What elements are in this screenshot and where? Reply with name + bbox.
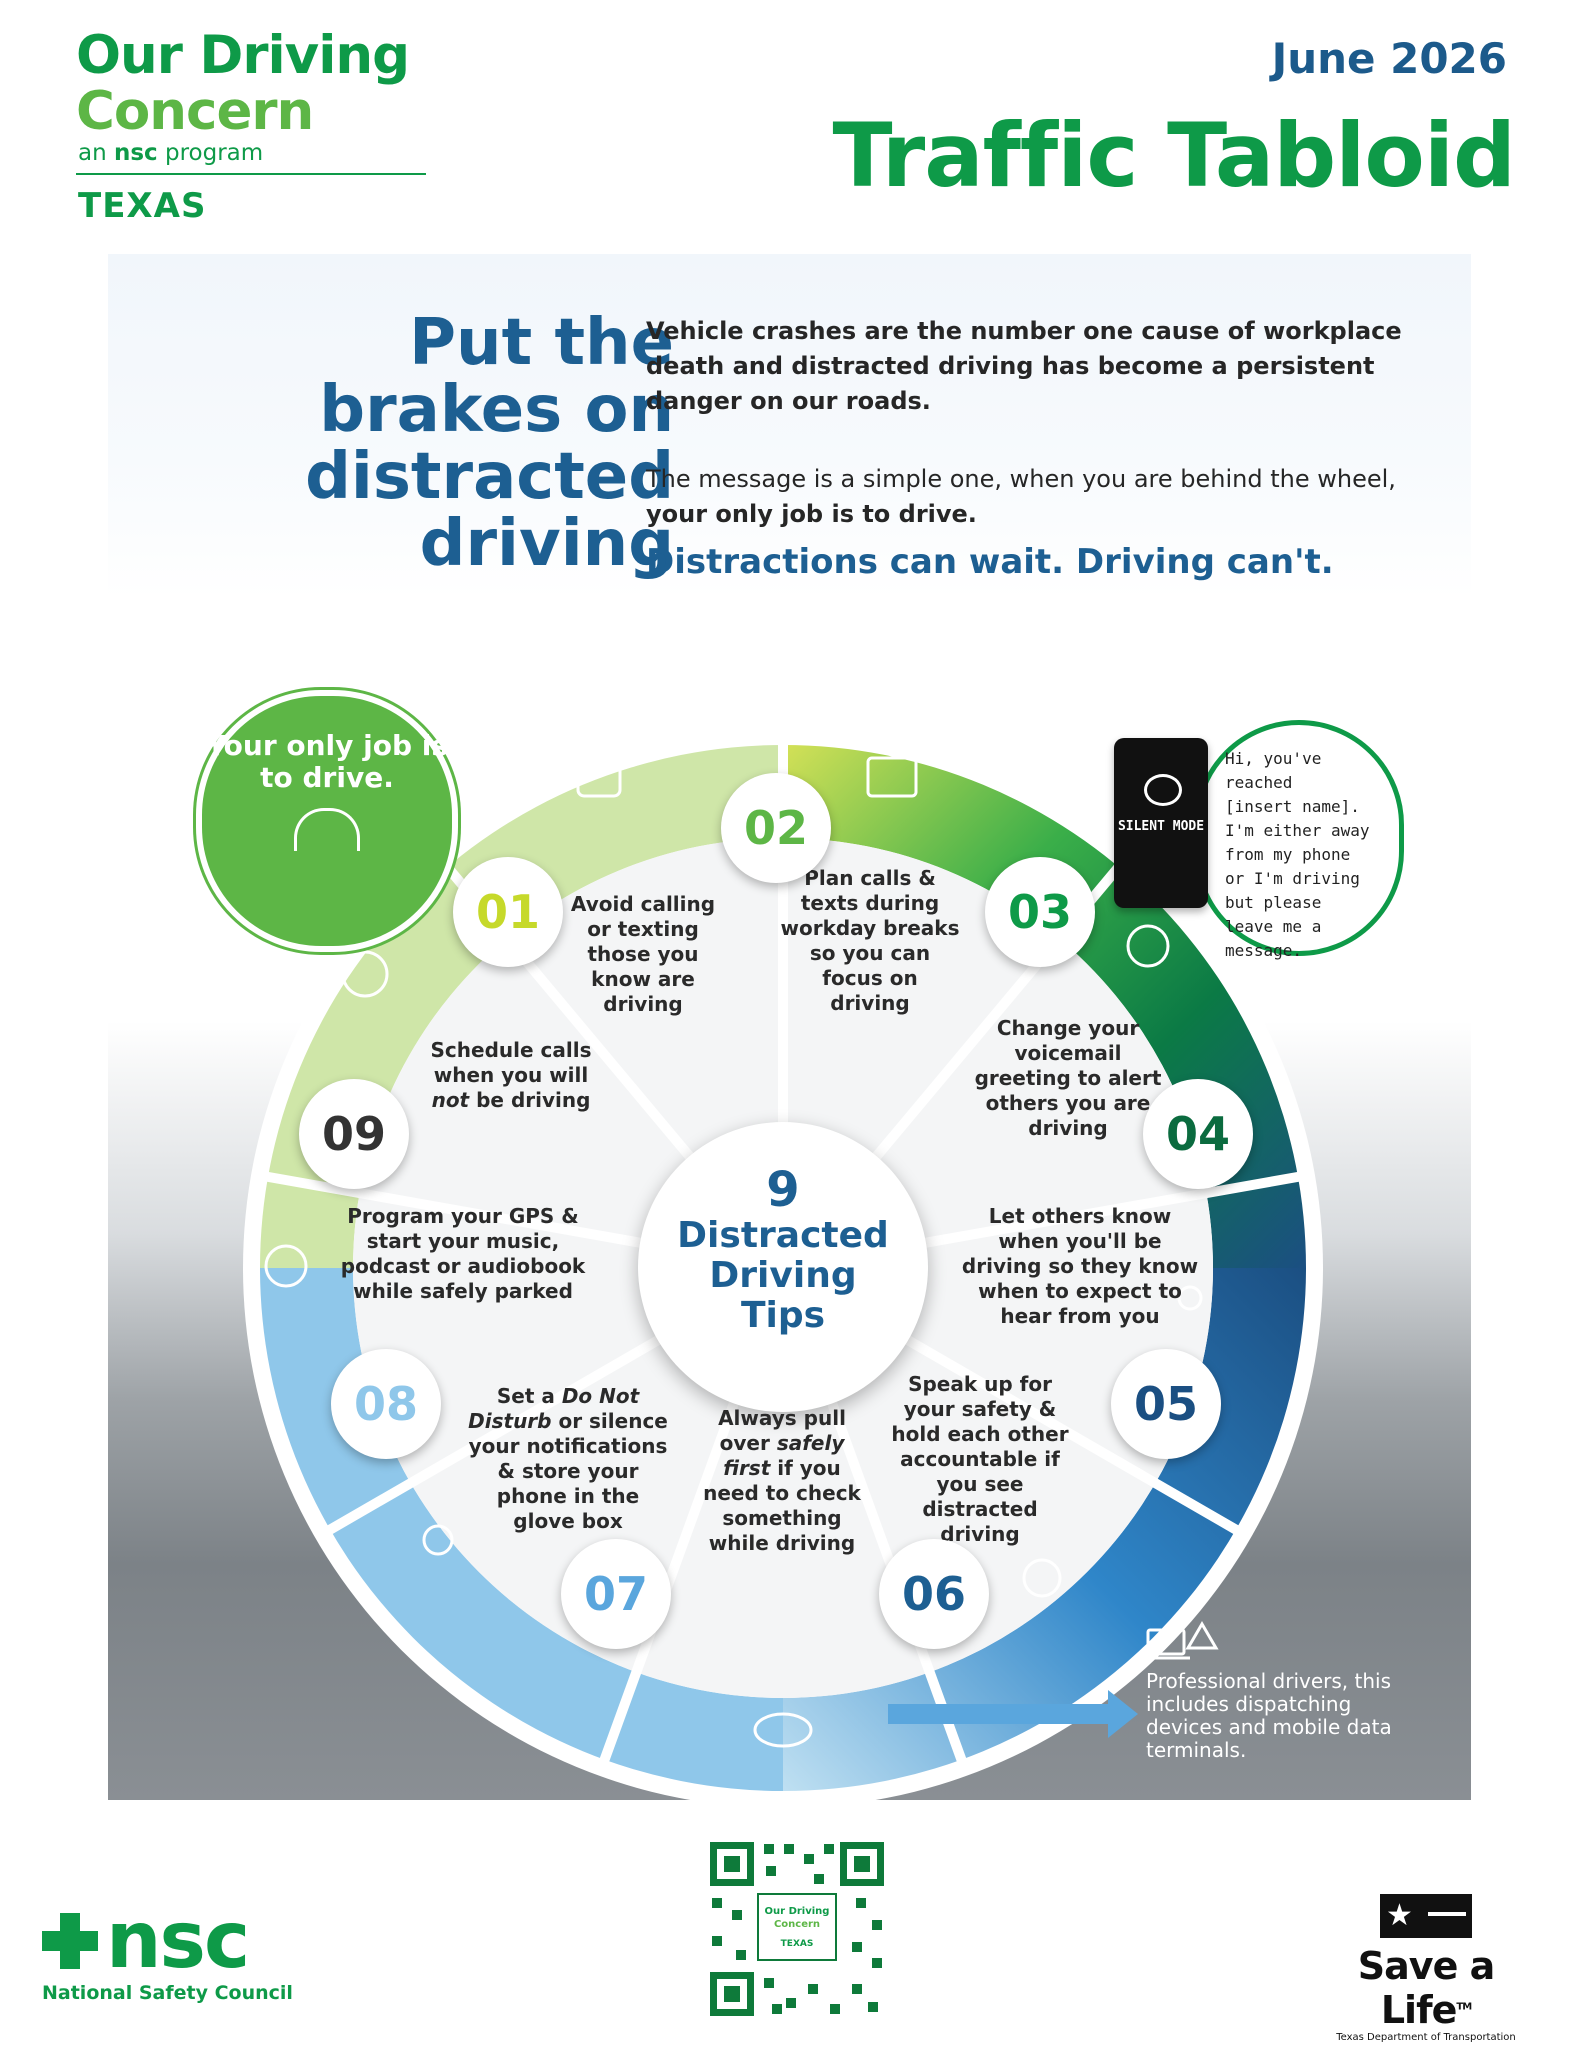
- tip-06-pre: Always pull over: [718, 1406, 846, 1455]
- music-icon: [264, 1244, 308, 1288]
- speaking-icon: [1022, 1558, 1062, 1598]
- ring-segment-bottom-left: [260, 1268, 783, 1791]
- tip-number-06: 06: [879, 1539, 989, 1649]
- tip-09-text: Schedule calls when you will not be driv…: [416, 1038, 606, 1113]
- tip-number-01: 01: [453, 857, 563, 967]
- save-a-life-logo: ★ Save a LifeTM Texas Department of Tran…: [1316, 1894, 1536, 2043]
- ring-segment-top-right: [783, 745, 1306, 1268]
- professional-drivers-note: Professional drivers, this includes disp…: [1146, 1669, 1392, 1762]
- tip-07-em: Do Not Disturb: [468, 1384, 640, 1433]
- brand-sub-nsc: nsc: [113, 140, 158, 166]
- brand-divider: [76, 173, 426, 175]
- tip-06-text: Always pull over safely first if you nee…: [702, 1406, 862, 1556]
- tip-08-text: Program your GPS & start your music, pod…: [340, 1204, 586, 1303]
- phone-tap-icon: [422, 1524, 454, 1556]
- brand-title: Our Driving Concern: [76, 28, 456, 140]
- brand-subtitle: an nsc program: [78, 140, 263, 166]
- trademark-mark: TM: [1456, 2001, 1472, 2013]
- tip-09-em: not: [431, 1088, 470, 1112]
- chat-muted-icon: [1144, 774, 1182, 806]
- tip-02-text: Plan calls & texts during workday breaks…: [780, 866, 960, 1015]
- tip-01-text: Avoid calling or texting those you know …: [570, 892, 716, 1016]
- tip-07-post: or silence your notifications & store yo…: [468, 1409, 668, 1533]
- infographic-panel: Your only job is to drive. Hi, you've re…: [108, 620, 1471, 1800]
- brand-state: TEXAS: [78, 186, 207, 226]
- siren-icon: [294, 808, 360, 851]
- tip-04-text: Let others know when you'll be driving s…: [961, 1204, 1199, 1328]
- center-title-line-3: Tips: [740, 1295, 826, 1336]
- tip-number-09: 09: [299, 1079, 409, 1189]
- no-texting-icon: [576, 758, 622, 798]
- bubble-text: Your only job is to drive.: [205, 729, 449, 794]
- tip-number-08: 08: [331, 1349, 441, 1459]
- tip-number-05: 05: [1111, 1349, 1221, 1459]
- tip-06-em: safely first: [723, 1431, 845, 1480]
- phone-label: SILENT MODE: [1117, 819, 1205, 834]
- tip-number-07: 07: [561, 1539, 671, 1649]
- star-flag-icon: ★: [1380, 1894, 1472, 1938]
- txdot-caption: Texas Department of Transportation: [1336, 2032, 1516, 2043]
- only-job-bubble: Your only job is to drive.: [196, 690, 458, 952]
- center-number: 9: [766, 1162, 800, 1218]
- brand-sub-pre: an: [78, 140, 107, 166]
- people-icon: [1177, 1285, 1203, 1311]
- tip-09-pre: Schedule calls when you will: [430, 1038, 592, 1087]
- tip-number-02: 02: [721, 773, 831, 883]
- headline-line-2: brakes on: [319, 373, 674, 447]
- nsc-wordmark: nsc: [106, 1896, 250, 1986]
- voicemail-text: Hi, you've reached [insert name]. I'm ei…: [1225, 749, 1370, 960]
- eye-icon: [753, 1712, 813, 1748]
- tip-05-text: Speak up for your safety & hold each oth…: [891, 1372, 1069, 1546]
- qr-code[interactable]: Our Driving Concern TEXAS: [706, 1838, 888, 2020]
- intro-banner: Put the brakes on distracted driving Veh…: [108, 254, 1471, 598]
- ring-segment-bottom-right: [783, 1268, 1306, 1791]
- intro-paragraph-1: Vehicle crashes are the number one cause…: [646, 317, 1402, 415]
- qr-state: TEXAS: [781, 1939, 814, 1949]
- wheel-center: 9 Distracted Driving Tips: [638, 1122, 928, 1412]
- headline-line-1: Put the: [409, 306, 674, 380]
- rotary-dial-icon: [341, 950, 389, 998]
- tip-09-post: be driving: [476, 1088, 591, 1112]
- nsc-caption: National Safety Council: [42, 1982, 293, 2004]
- nsc-logo: nsc National Safety Council: [42, 1902, 293, 2004]
- intro-headline: Put the brakes on distracted driving: [228, 310, 674, 578]
- center-title-line-1: Distracted: [677, 1215, 889, 1256]
- brand-title-line1: Our Driving: [76, 25, 410, 86]
- arrow-shape: [888, 1690, 1138, 1738]
- tip-06-post: if you need to check something while dri…: [703, 1456, 861, 1555]
- tip-number-03: 03: [985, 857, 1095, 967]
- voicemail-bubble: Hi, you've reached [insert name]. I'm ei…: [1194, 720, 1404, 960]
- laptop-warning-icon: [1142, 1621, 1219, 1660]
- qr-brand-line2: Concern: [774, 1919, 820, 1930]
- intro-paragraph-2-plain: The message is a simple one, when you ar…: [646, 465, 1396, 493]
- nsc-plus-icon: [42, 1913, 98, 1969]
- intro-paragraph-2: The message is a simple one, when you ar…: [646, 462, 1406, 532]
- issue-date: June 2026: [1271, 34, 1507, 83]
- tip-07-text: Set a Do Not Disturb or silence your not…: [468, 1384, 668, 1534]
- voicemail-icon: [1126, 924, 1170, 968]
- brand-sub-post: program: [165, 140, 264, 166]
- intro-paragraph-2-bold: your only job is to drive.: [646, 500, 977, 528]
- headline-line-3: distracted: [305, 440, 674, 514]
- tip-03-text: Change your voicemail greeting to alert …: [974, 1016, 1162, 1140]
- headline-line-4: driving: [419, 507, 674, 581]
- save-a-life-text: Save a Life: [1357, 1944, 1495, 2032]
- phone-illustration: SILENT MODE: [1114, 738, 1208, 908]
- qr-code-graphic: Our Driving Concern TEXAS: [706, 1838, 888, 2020]
- save-a-life-wordmark: Save a LifeTM: [1316, 1944, 1536, 2032]
- publication-title: Traffic Tabloid: [832, 104, 1516, 207]
- brand-title-line2: Concern: [76, 81, 314, 142]
- calendar-icon: [866, 756, 918, 798]
- intro-tagline: Distractions can wait. Driving can't.: [646, 542, 1334, 582]
- qr-brand-line1: Our Driving: [765, 1906, 830, 1917]
- tip-number-04: 04: [1143, 1079, 1253, 1189]
- center-title-line-2: Driving: [709, 1255, 857, 1296]
- tip-07-pre: Set a: [496, 1384, 555, 1408]
